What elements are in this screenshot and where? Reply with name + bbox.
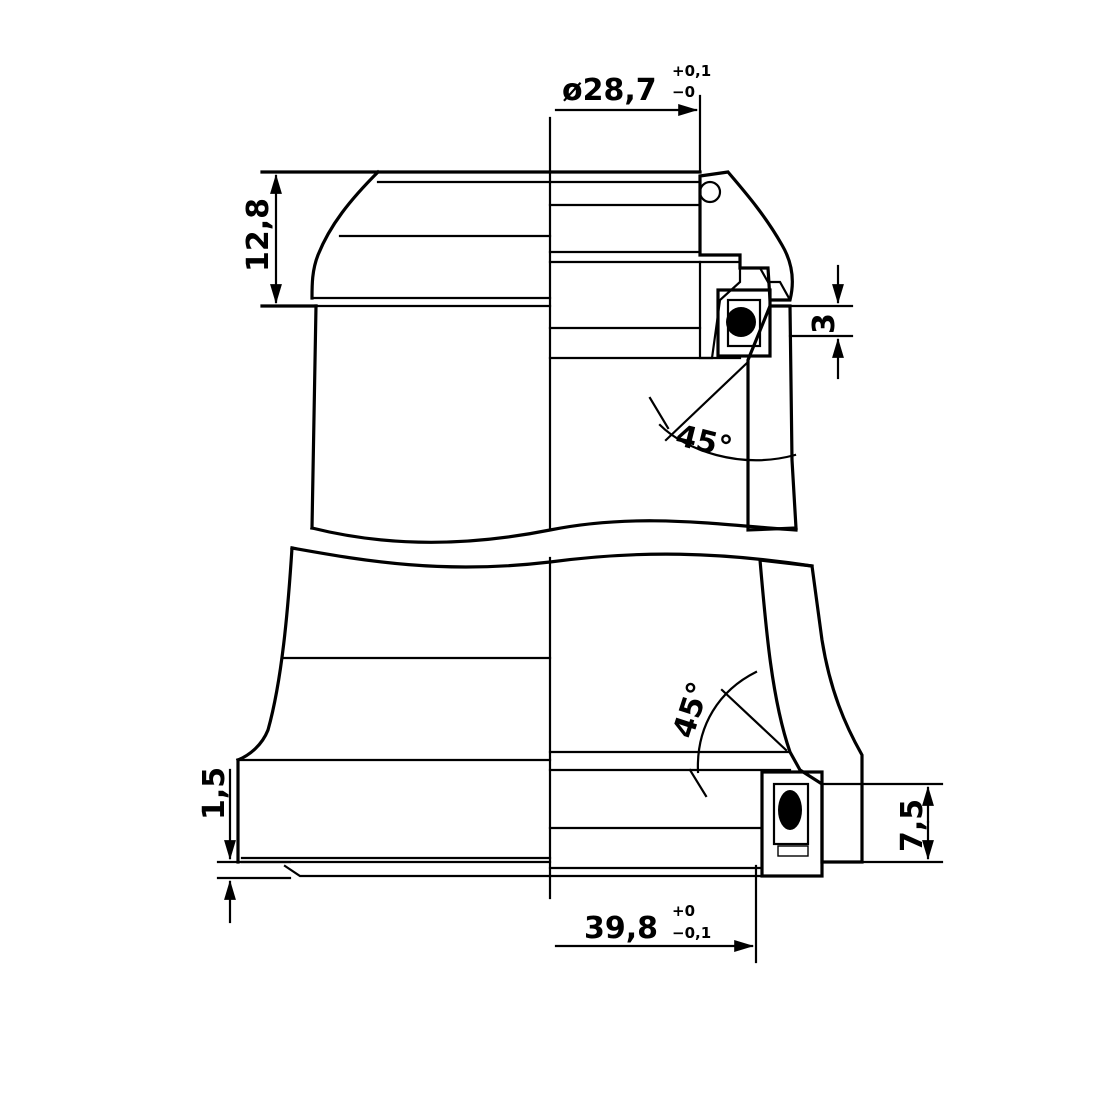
top-sleeve-section bbox=[746, 304, 798, 532]
svg-text:1,5: 1,5 bbox=[197, 767, 232, 820]
svg-text:45°: 45° bbox=[666, 678, 717, 743]
svg-text:7,5: 7,5 bbox=[895, 799, 930, 852]
top-angle-mark: 45° bbox=[648, 360, 797, 466]
bottom-diameter-tol-lower: −0,1 bbox=[672, 924, 711, 942]
dim-top-diameter: ø28,7 +0,1 −0 bbox=[554, 62, 711, 174]
bottom-diameter-value: 39,8 bbox=[584, 911, 658, 946]
top-bearing bbox=[716, 288, 772, 358]
top-cup-outline bbox=[260, 169, 742, 530]
top-diameter-tol-upper: +0,1 bbox=[672, 62, 711, 80]
bottom-cup-outline bbox=[235, 546, 792, 878]
svg-text:3: 3 bbox=[807, 313, 842, 334]
top-diameter-value: ø28,7 bbox=[562, 73, 657, 108]
bottom-sleeve-section bbox=[758, 558, 864, 864]
top-diameter-tol-lower: −0 bbox=[672, 83, 695, 101]
dim-bottom-diameter: 39,8 +0 −0,1 bbox=[554, 864, 758, 964]
dim-lip-bottom: 1,5 bbox=[197, 767, 292, 924]
dim-cup-height-top: 12,8 bbox=[241, 174, 282, 304]
svg-text:45°: 45° bbox=[672, 418, 736, 466]
bottom-diameter-tol-upper: +0 bbox=[672, 902, 695, 920]
break-line-top bbox=[310, 519, 798, 544]
break-line-bottom bbox=[290, 546, 814, 569]
dim-bearing-height-bottom: 7,5 bbox=[820, 782, 944, 864]
dim-bearing-offset-top: 3 bbox=[788, 264, 854, 380]
bottom-bearing bbox=[760, 770, 824, 878]
svg-text:12,8: 12,8 bbox=[241, 198, 276, 272]
bottom-angle-mark: 45° bbox=[666, 670, 788, 798]
